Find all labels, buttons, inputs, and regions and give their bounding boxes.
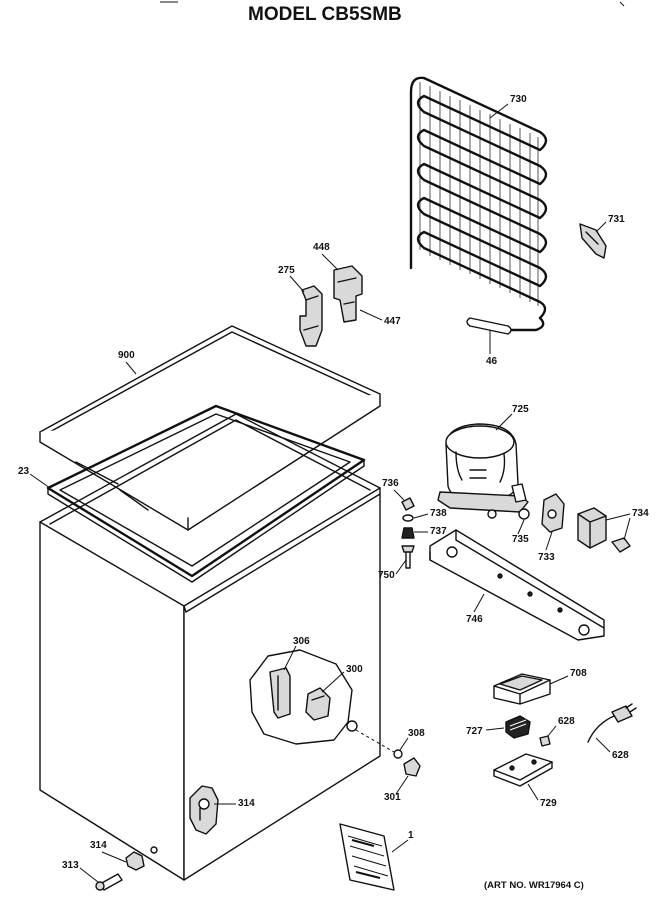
part-label-308: 308 [408,728,425,739]
hinge-275 [299,285,323,347]
hinge-cover-448 [333,265,363,323]
part-label-1: 1 [408,830,414,841]
part-label-900: 900 [118,350,135,361]
screw-308 [393,749,403,759]
part-label-730: 730 [510,94,527,105]
part-label-733: 733 [538,552,555,563]
part-label-731: 731 [608,214,625,225]
art-number: (ART NO. WR17964 C) [484,880,584,891]
coil-bracket-731 [579,223,607,259]
part-label-750: 750 [378,570,395,581]
part-label-46: 46 [486,356,498,367]
part-label-727: 727 [466,726,483,737]
washer-738 [402,514,414,522]
power-cord-628 [587,703,637,743]
freezer-lid [39,325,381,531]
part-label-300: 300 [346,664,363,675]
manual-1 [339,823,395,891]
part-label-447: 447 [384,316,401,327]
spacer-737 [401,527,415,539]
part-label-314-side: 314 [238,798,255,809]
latch-detail-callout [249,649,395,753]
part-label-23: 23 [18,466,30,477]
screw-301 [403,757,421,777]
drier-46 [466,317,512,335]
screw-313 [95,873,123,891]
part-label-628-connector: 628 [558,716,575,727]
part-label-306: 306 [293,636,310,647]
part-label-708: 708 [570,668,587,679]
terminal-block-727 [505,715,531,739]
condenser-coil [409,76,548,335]
part-label-313: 313 [62,860,79,871]
control-box-708 [493,673,551,705]
bolt-750 [401,545,415,569]
leveling-leg-314 [125,851,145,871]
start-relay-734 [577,507,631,553]
overload-735 [518,508,530,520]
part-label-735: 735 [512,534,529,545]
part-label-738: 738 [430,508,447,519]
compressor [437,423,529,519]
cropped-header-mark [619,1,625,7]
bracket-729 [493,753,553,787]
diagram-title: MODEL CB5SMB [248,4,402,25]
part-label-746: 746 [466,614,483,625]
relay-733 [541,493,565,533]
part-label-448: 448 [313,242,330,253]
compressor-base-746 [429,529,605,641]
part-label-301: 301 [384,792,401,803]
part-label-737: 737 [430,526,447,537]
cord-connector-628 [539,735,551,747]
part-label-736: 736 [382,478,399,489]
part-label-729: 729 [540,798,557,809]
part-label-725: 725 [512,404,529,415]
part-label-628-cord: 628 [612,750,629,761]
part-label-275: 275 [278,265,295,276]
part-label-314-bottom: 314 [90,840,107,851]
grommet-736 [401,497,415,511]
part-label-734: 734 [632,508,649,519]
lid-gasket [46,404,366,583]
